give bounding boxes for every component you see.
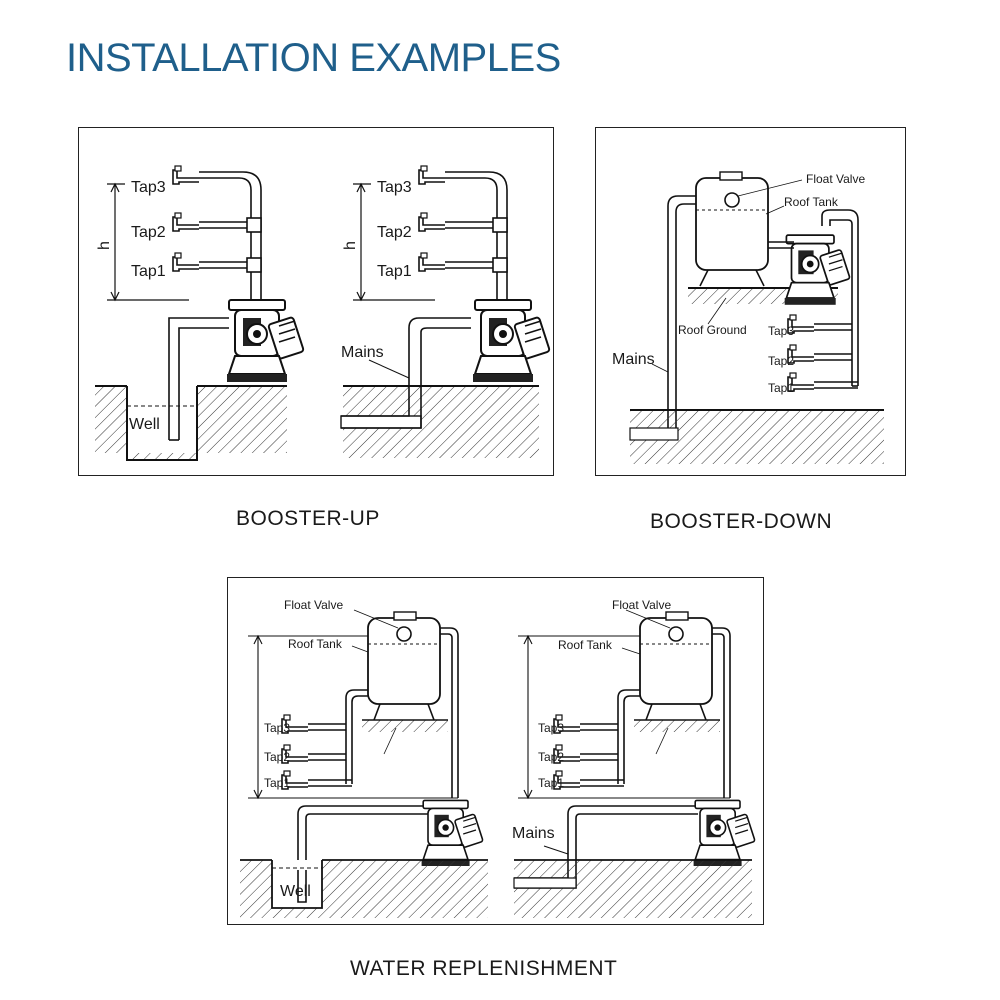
ground-base (629, 409, 884, 464)
booster-down-diagram: Float Valve Roof Tank Roof Ground Tap3 T… (612, 171, 884, 464)
tap3-label-right: Tap3 (377, 179, 412, 196)
mains-label: Mains (612, 351, 655, 368)
ground-right (340, 385, 539, 458)
roof-tank-left (362, 611, 448, 732)
ground-right (513, 859, 752, 918)
tap1-label: Tap1 (131, 263, 166, 280)
tap2-icon (172, 212, 200, 232)
tap2-icon-right (418, 212, 446, 232)
roof-tank-label: Roof Tank (784, 195, 839, 209)
h-label: h (96, 241, 113, 250)
booster-up-panel: h Tap3 Tap2 Tap1 Well (78, 127, 554, 476)
roof-ground-label: Roof Ground (678, 323, 747, 337)
height-dimension-left (248, 634, 458, 800)
well-label: Well (129, 416, 160, 433)
pipes-right (514, 627, 731, 889)
roof-tank-label-left: Roof Tank (288, 637, 343, 651)
height-dimension-right (353, 182, 435, 302)
mains-pipe (341, 317, 471, 429)
tap3-label: Tap3 (131, 179, 166, 196)
height-dimension-right (518, 634, 730, 800)
tap2-label: Tap2 (131, 224, 166, 241)
well-pipe (168, 317, 229, 441)
tap2-label-left: Tap2 (264, 750, 290, 764)
float-valve-label-left: Float Valve (284, 598, 343, 612)
tap2-label-right: Tap2 (538, 750, 564, 764)
tap2-label: Tap2 (768, 354, 794, 368)
down-pipe (667, 195, 859, 438)
float-valve-label-right: Float Valve (612, 598, 671, 612)
water-replenishment-panel: Float Valve Roof Tank Tap3 Tap2 Tap1 Wel… (227, 577, 764, 925)
tap1-label: Tap1 (768, 381, 794, 395)
well-label: Well (280, 883, 311, 900)
pump-icon-left (420, 799, 484, 867)
tap1-label-right: Tap1 (377, 263, 412, 280)
tap1-label-right: Tap1 (538, 776, 564, 790)
ground-left (95, 385, 287, 461)
roof-tank-right (634, 611, 720, 732)
pump-icon (783, 234, 851, 306)
tap3-icon (172, 165, 200, 185)
booster-down-caption: BOOSTER-DOWN (650, 510, 833, 533)
roof-tank-label-right: Roof Tank (558, 638, 613, 652)
pump-icon-right (472, 299, 551, 383)
ground-well-left (240, 859, 488, 918)
mains-label: Mains (341, 344, 384, 361)
mains-label: Mains (512, 825, 555, 842)
pump-icon-right (692, 799, 756, 867)
tap3-label-left: Tap3 (264, 721, 290, 735)
tap1-icon-right (418, 252, 446, 272)
pipes-left (297, 627, 459, 870)
height-dimension-left (107, 182, 189, 302)
tap2-label-right: Tap2 (377, 224, 412, 241)
riser-pipe-right (445, 171, 508, 300)
roof-tank (695, 171, 769, 287)
tap1-label-left: Tap1 (264, 776, 290, 790)
booster-up-diagram: h Tap3 Tap2 Tap1 Well (95, 165, 551, 461)
water-replenishment-caption: WATER REPLENISHMENT (350, 957, 618, 980)
pump-icon (226, 299, 305, 383)
booster-down-panel: Float Valve Roof Tank Roof Ground Tap3 T… (595, 127, 906, 476)
riser-pipe-left (199, 171, 262, 300)
tap3-icon-right (418, 165, 446, 185)
h-label-right: h (342, 241, 359, 250)
leader-lines-right (621, 609, 671, 755)
float-valve-label: Float Valve (806, 172, 865, 186)
water-replenishment-diagram: Float Valve Roof Tank Tap3 Tap2 Tap1 Wel… (240, 598, 756, 918)
booster-up-caption: BOOSTER-UP (236, 507, 380, 530)
tap1-icon (172, 252, 200, 272)
tap3-label: Tap3 (768, 324, 794, 338)
page-title: INSTALLATION EXAMPLES (66, 36, 561, 80)
tap3-label-right: Tap3 (538, 721, 564, 735)
leader-lines-left (351, 609, 399, 755)
leader-lines (651, 179, 803, 373)
